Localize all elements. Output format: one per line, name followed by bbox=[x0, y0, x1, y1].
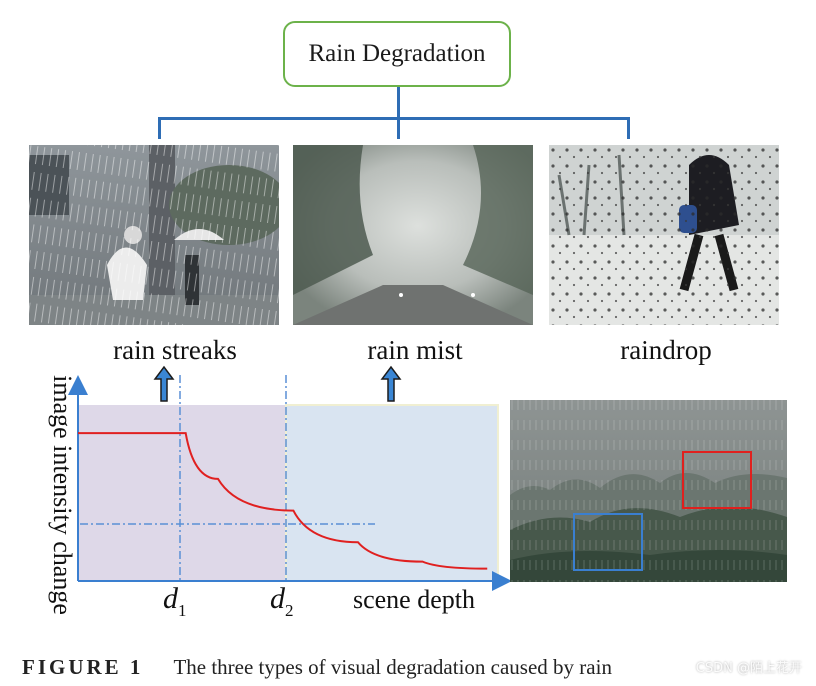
misty-landscape-photo bbox=[510, 400, 787, 582]
figure-label: FIGURE 1 bbox=[22, 655, 144, 679]
tree-horizontal-line bbox=[158, 117, 630, 120]
rain-mist-up-arrow bbox=[380, 365, 402, 402]
intensity-depth-chart: image intensity change scene depth d1 d2 bbox=[48, 365, 510, 620]
x-axis-label: scene depth bbox=[353, 585, 475, 614]
tree-stem-line bbox=[397, 87, 400, 118]
y-axis-label: image intensity change bbox=[48, 375, 77, 615]
rain-mist-region bbox=[285, 404, 499, 582]
rain-streaks-caption: rain streaks bbox=[113, 335, 237, 365]
root-node-box: Rain Degradation bbox=[283, 21, 511, 87]
blue-highlight-box bbox=[573, 513, 643, 571]
figure-caption-text: The three types of visual degradation ca… bbox=[173, 655, 612, 679]
d1-subscript: 1 bbox=[178, 601, 187, 620]
d2-subscript: 2 bbox=[285, 601, 294, 620]
intensity-curve bbox=[78, 432, 488, 570]
rain-streaks-region bbox=[78, 405, 286, 581]
raindrop-photo bbox=[549, 145, 779, 325]
rain-mist-caption: rain mist bbox=[367, 335, 463, 365]
rain-streaks-photo bbox=[29, 145, 279, 325]
figure-caption: FIGURE 1 The three types of visual degrad… bbox=[22, 655, 612, 680]
red-highlight-box bbox=[682, 451, 752, 509]
source-watermark: CSDN @陌上花开 bbox=[695, 661, 802, 676]
tree-branch-right bbox=[627, 117, 630, 139]
tree-branch-left bbox=[158, 117, 161, 139]
raindrop-caption: raindrop bbox=[620, 335, 712, 365]
rain-mist-photo bbox=[293, 145, 533, 325]
rain-streaks-up-arrow bbox=[153, 365, 175, 402]
d1-tick-label: d1 bbox=[163, 582, 187, 620]
tree-branch-middle bbox=[397, 117, 400, 139]
d2-tick-label: d2 bbox=[270, 582, 294, 620]
root-node-label: Rain Degradation bbox=[308, 40, 486, 67]
